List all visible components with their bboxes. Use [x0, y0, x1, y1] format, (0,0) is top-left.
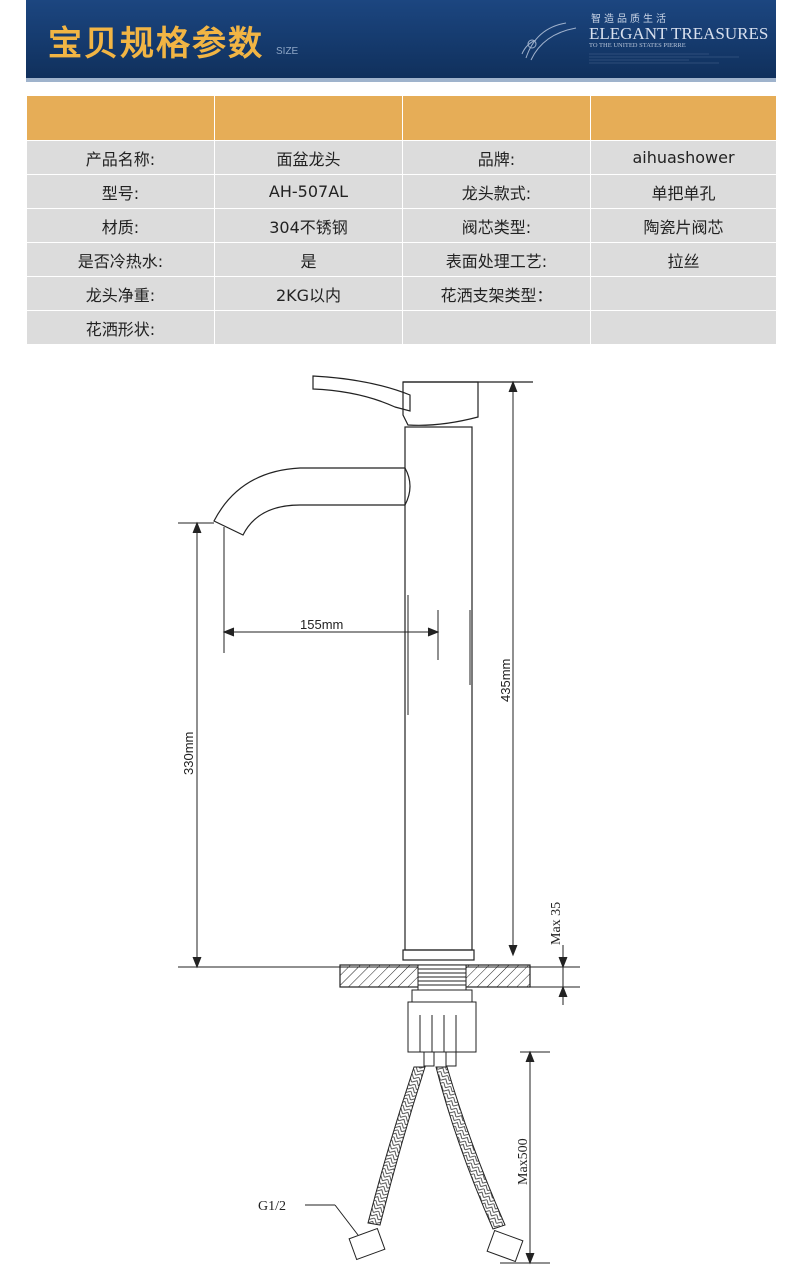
table-row: 材质: 304不锈钢 阀芯类型: 陶瓷片阀芯: [26, 208, 777, 243]
slogan-sub: TO THE UNITED STATES PIERRE: [589, 42, 686, 49]
brand-logo-icon: [521, 22, 577, 61]
spec-label: 表面处理工艺:: [402, 242, 591, 277]
spec-value: 拉丝: [590, 242, 777, 277]
header-cell: [590, 95, 777, 141]
table-row: 是否冷热水: 是 表面处理工艺: 拉丝: [26, 242, 777, 277]
spec-label: 阀芯类型:: [402, 208, 591, 243]
thread-label: G1/2: [258, 1199, 286, 1214]
spec-value: 陶瓷片阀芯: [590, 208, 777, 243]
faucet-technical-drawing: 330mm 155mm 435mm Max 35 Max500 G1/2: [178, 375, 580, 1265]
header-banner: 宝贝规格参数 SIZE 智造品质生活 ELEGANT TREASURES TO …: [26, 0, 776, 82]
spec-value: 304不锈钢: [214, 208, 403, 243]
hose-right: [435, 1066, 506, 1230]
table-row: 产品名称: 面盆龙头 品牌: aihuashower: [26, 140, 777, 175]
table-row: 花洒形状:: [26, 310, 777, 345]
table-row: 型号: AH-507AL 龙头款式: 单把单孔: [26, 174, 777, 209]
spout: [213, 467, 405, 536]
slogan-en: ELEGANT TREASURES: [589, 24, 769, 43]
spec-value: aihuashower: [590, 140, 777, 175]
dim-hose-length: Max500: [516, 1138, 531, 1185]
spec-value: [214, 310, 403, 345]
table-header-row: [26, 95, 777, 141]
spec-label: 龙头净重:: [26, 276, 215, 311]
hose-left: [367, 1066, 426, 1226]
spec-label: 是否冷热水:: [26, 242, 215, 277]
page-title: 宝贝规格参数: [48, 24, 264, 64]
slogan-cn: 智造品质生活: [591, 14, 669, 25]
spec-label: 龙头款式:: [402, 174, 591, 209]
header-cell: [402, 95, 591, 141]
spec-table: 产品名称: 面盆龙头 品牌: aihuashower 型号: AH-507AL …: [26, 95, 777, 345]
dim-total-height: 435mm: [498, 659, 513, 702]
faucet-body: [404, 426, 473, 951]
spec-label: 花洒形状:: [26, 310, 215, 345]
header-cell: [214, 95, 403, 141]
spec-value: 单把单孔: [590, 174, 777, 209]
spec-value: 是: [214, 242, 403, 277]
header-cell: [26, 95, 215, 141]
spec-value: 2KG以内: [214, 276, 403, 311]
spec-label: [402, 310, 591, 345]
spec-label: 材质:: [26, 208, 215, 243]
table-row: 龙头净重: 2KG以内 花洒支架类型：: [26, 276, 777, 311]
spec-label: 品牌:: [402, 140, 591, 175]
spec-value: [590, 276, 777, 311]
dim-spout-reach: 155mm: [300, 617, 343, 632]
spec-value: [590, 310, 777, 345]
spec-label: 型号:: [26, 174, 215, 209]
dim-spout-height: 330mm: [181, 732, 196, 775]
hose-nut-right: [486, 1229, 524, 1263]
hose-nut-left: [348, 1227, 386, 1261]
spec-value: 面盆龙头: [214, 140, 403, 175]
spec-value: AH-507AL: [214, 174, 403, 209]
size-label: SIZE: [276, 46, 299, 57]
spec-label: 产品名称:: [26, 140, 215, 175]
decorative-lines: [589, 53, 739, 64]
handle-lever: [312, 375, 411, 412]
dim-max-thickness: Max 35: [549, 902, 564, 945]
handle-body: [402, 381, 479, 426]
spec-label: 花洒支架类型：: [402, 276, 591, 311]
